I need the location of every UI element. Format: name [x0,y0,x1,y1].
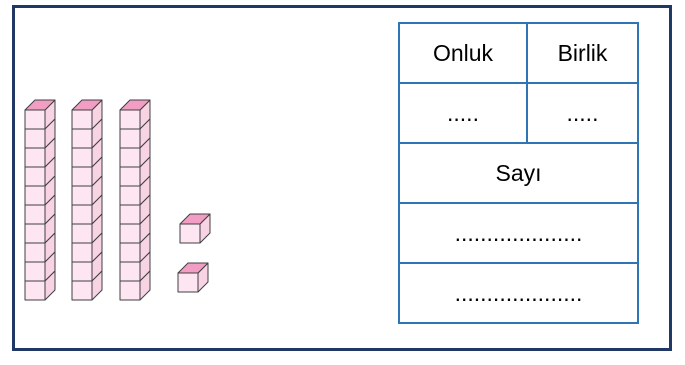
cube-front [119,128,141,149]
cube-front [24,109,46,130]
cube-front [71,280,93,301]
cube-front [71,166,93,187]
cube-front [119,166,141,187]
cube-front [119,280,141,301]
cube-top [71,99,103,111]
cube-front [119,204,141,225]
tens-rod [119,99,151,301]
cube-front [71,109,93,130]
cube-front [71,204,93,225]
blank-ones: ..... [526,82,639,144]
cube-front [24,166,46,187]
cube-front [71,223,93,244]
cube-front [119,242,141,263]
cube-front [24,128,46,149]
blank-tens: ..... [398,82,528,144]
tens-rod [24,99,56,301]
cube-top [177,262,209,274]
cube-top [24,99,56,111]
cube-front [71,242,93,263]
cube-front [119,147,141,168]
unit-cube [179,213,211,244]
place-value-table: Onluk Birlik ..... ..... Sayı ..........… [398,22,639,324]
cube-top [179,213,211,225]
cube-front [71,147,93,168]
number-label: Sayı [398,142,639,204]
cube-front [24,280,46,301]
cube-front [24,204,46,225]
cube-front [177,272,199,293]
cube-front [24,185,46,206]
blank-number-1: .................... [398,202,639,264]
cube-front [24,223,46,244]
cube-front [24,261,46,282]
blank-number-2: .................... [398,262,639,324]
cube-front [24,147,46,168]
cube-front [119,109,141,130]
tens-rod [71,99,103,301]
cube-front [71,185,93,206]
cube-front [24,242,46,263]
cube-front [179,223,201,244]
cube-front [71,261,93,282]
header-tens: Onluk [398,22,528,84]
cube-top [119,99,151,111]
cube-front [119,223,141,244]
cube-front [119,185,141,206]
header-ones: Birlik [526,22,639,84]
cube-front [71,128,93,149]
base-ten-blocks [24,99,211,301]
unit-cube [177,262,209,293]
frame [12,5,672,351]
cube-front [119,261,141,282]
